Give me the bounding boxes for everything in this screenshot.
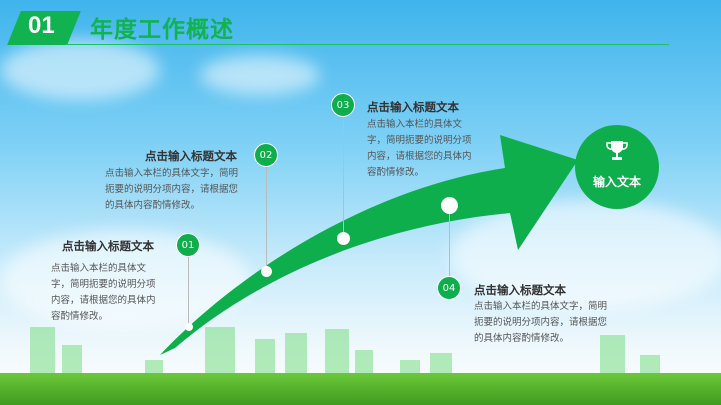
step-badge-02: 02 — [254, 143, 278, 167]
item-body-01: 点击输入本栏的具体文字，简明扼要的说明分项内容，请根据您的具体内容酌情修改。 — [51, 263, 156, 322]
title-underline — [66, 44, 669, 45]
page-title: 年度工作概述 — [90, 17, 234, 43]
cloud — [0, 40, 160, 100]
cloud — [450, 200, 721, 310]
step-badge-03: 03 — [331, 93, 355, 117]
item-title-04: 点击输入标题文本 — [474, 283, 566, 297]
item-title-03: 点击输入标题文本 — [367, 100, 459, 114]
cloud — [200, 55, 320, 95]
milestone-dot — [337, 232, 350, 245]
step-badge-04: 04 — [437, 276, 461, 300]
connector-line — [343, 117, 344, 238]
milestone-dot — [261, 266, 272, 277]
item-body-03: 点击输入本栏的具体文字，简明扼要的说明分项内容，请根据您的具体内容酌情修改。 — [367, 119, 472, 178]
step-badge-01: 01 — [176, 233, 200, 257]
trophy-icon — [606, 141, 628, 160]
milestone-dot — [185, 323, 193, 331]
goal-label: 输入文本 — [592, 175, 641, 189]
goal-circle: 输入文本 — [575, 125, 659, 209]
connector-line — [449, 205, 450, 288]
item-body-02: 点击输入本栏的具体文字，简明扼要的说明分项内容，请根据您的具体内容酌情修改。 — [105, 168, 239, 211]
grass — [0, 373, 721, 405]
connector-line — [188, 257, 189, 327]
milestone-dot — [441, 197, 458, 214]
section-number: 01 — [28, 12, 55, 39]
item-title-02: 点击输入标题文本 — [145, 149, 237, 163]
item-title-01: 点击输入标题文本 — [62, 239, 154, 253]
connector-line — [266, 167, 267, 271]
item-body-04: 点击输入本栏的具体文字，简明扼要的说明分项内容，请根据您的具体内容酌情修改。 — [474, 301, 608, 344]
